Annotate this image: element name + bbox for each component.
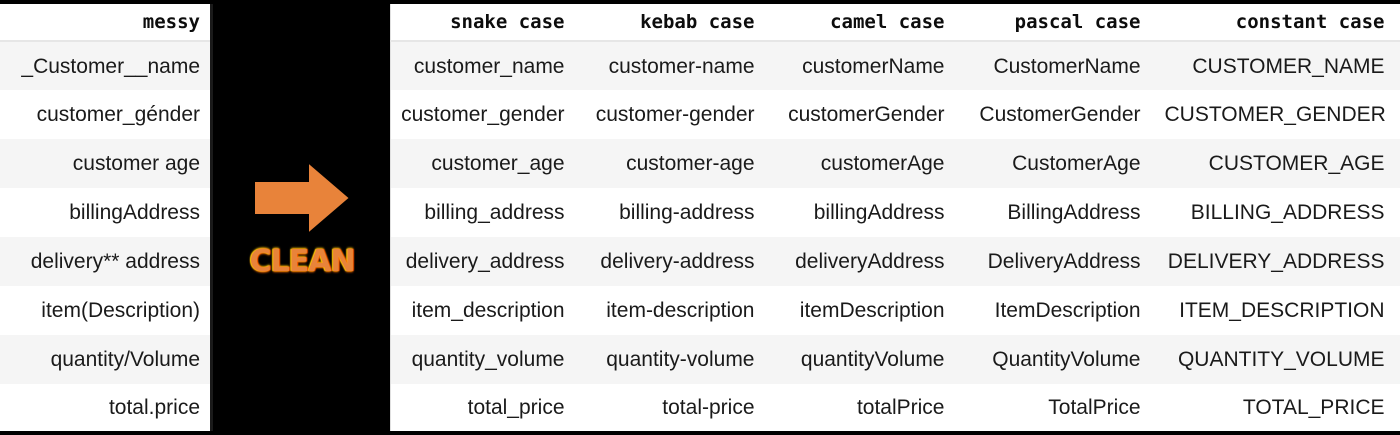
clean-cell: ItemDescription [960, 286, 1157, 335]
messy-column-name: customer_génder [0, 90, 212, 139]
table-row: quantity/Volume [0, 335, 212, 384]
messy-column-name: total.price [0, 384, 212, 433]
clean-column-header-0: snake case [390, 2, 581, 42]
table-row: customer_génder [0, 90, 212, 139]
clean-cell: CustomerGender [960, 90, 1157, 139]
clean-cell: totalPrice [770, 384, 961, 433]
clean-cell: QuantityVolume [960, 335, 1157, 384]
clean-cell: BillingAddress [960, 188, 1157, 237]
table-row: _Customer__name [0, 41, 212, 90]
clean-cell: quantity_volume [390, 335, 581, 384]
clean-cell: CUSTOMER_GENDER [1156, 90, 1400, 139]
clean-cell: CustomerAge [960, 139, 1157, 188]
clean-cell: total_price [390, 384, 581, 433]
clean-cell: TotalPrice [960, 384, 1157, 433]
clean-cell: customer_gender [390, 90, 581, 139]
clean-column-header-2: camel case [770, 2, 961, 42]
clean-cell: DELIVERY_ADDRESS [1156, 237, 1400, 286]
clean-cell: TOTAL_PRICE [1156, 384, 1400, 433]
clean-cell: delivery-address [580, 237, 771, 286]
table-row: customer age [0, 139, 212, 188]
messy-table-head: messy [0, 2, 212, 42]
clean-cell: CUSTOMER_NAME [1156, 41, 1400, 90]
clean-cell: QUANTITY_VOLUME [1156, 335, 1400, 384]
messy-column-name: customer age [0, 139, 212, 188]
clean-cell: customerAge [770, 139, 961, 188]
table-row: total.price [0, 384, 212, 433]
arrow-right-icon [253, 159, 352, 236]
clean-cell: item-description [580, 286, 771, 335]
messy-column-name: item(Description) [0, 286, 212, 335]
messy-column-header: messy [0, 2, 212, 42]
clean-cell: customerName [770, 41, 961, 90]
messy-column-name: quantity/Volume [0, 335, 212, 384]
clean-cell: customer-gender [580, 90, 771, 139]
clean-cell: itemDescription [770, 286, 961, 335]
clean-cell: CUSTOMER_AGE [1156, 139, 1400, 188]
clean-cell: item_description [390, 286, 581, 335]
clean-cell: quantityVolume [770, 335, 961, 384]
clean-column-header-4: constant case [1156, 2, 1400, 42]
clean-cell: customer_age [390, 139, 581, 188]
messy-column-name: _Customer__name [0, 41, 212, 90]
clean-cell: ITEM_DESCRIPTION [1156, 286, 1400, 335]
clean-cell: customer-name [580, 41, 771, 90]
clean-cell: billing-address [580, 188, 771, 237]
table-row: billingAddress [0, 188, 212, 237]
transform-panel: CLEAN [216, 0, 388, 435]
clean-cell: delivery_address [390, 237, 581, 286]
clean-cell: BILLING_ADDRESS [1156, 188, 1400, 237]
clean-cell: total-price [580, 384, 771, 433]
clean-cell: billingAddress [770, 188, 961, 237]
clean-label: CLEAN [249, 243, 356, 279]
clean-cell: quantity-volume [580, 335, 771, 384]
clean-cell: customer_name [390, 41, 581, 90]
clean-cell: deliveryAddress [770, 237, 961, 286]
table-row: delivery** address [0, 237, 212, 286]
clean-cell: customerGender [770, 90, 961, 139]
clean-column-header-1: kebab case [580, 2, 771, 42]
clean-cell: CustomerName [960, 41, 1157, 90]
clean-cell: customer-age [580, 139, 771, 188]
clean-column-header-3: pascal case [960, 2, 1157, 42]
table-row: item(Description) [0, 286, 212, 335]
clean-cell: billing_address [390, 188, 581, 237]
messy-column-name: delivery** address [0, 237, 212, 286]
messy-column-name: billingAddress [0, 188, 212, 237]
messy-header-row: messy [0, 2, 212, 42]
clean-cell: DeliveryAddress [960, 237, 1157, 286]
